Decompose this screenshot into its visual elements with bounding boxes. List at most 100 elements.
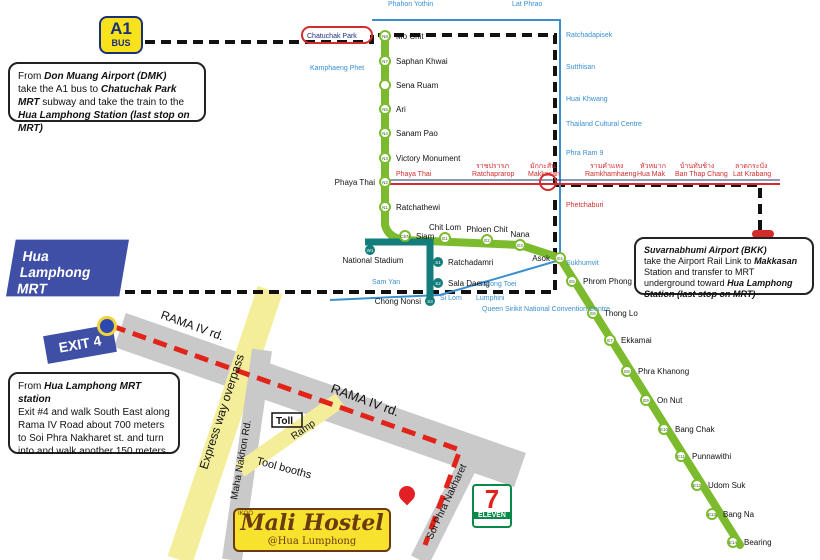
green-station-marker	[514, 239, 526, 251]
green-station-code: E5	[569, 279, 575, 284]
green-station-name: Phaya Thai	[335, 178, 376, 187]
green-station-marker	[675, 450, 687, 462]
green-station-name: Bang Chak	[675, 425, 716, 434]
green-station-code: E7	[607, 338, 613, 343]
silom-station-code: S3	[427, 299, 433, 304]
silom-station-code: S2	[435, 281, 441, 286]
hostel-tag: IKOO	[238, 511, 254, 517]
silom-line-path	[365, 238, 434, 300]
arl-thai-1: ราชปรารภ	[476, 162, 509, 170]
bkk-marker	[752, 230, 774, 238]
silom-station-code: S1	[435, 260, 441, 265]
blue-station-lumphini: Lumphini	[476, 295, 505, 302]
seven-eleven-digit: 7	[484, 484, 500, 514]
blue-station-ratchada: Ratchadapisek	[566, 32, 613, 39]
green-station-name: Chit Lom	[429, 223, 461, 232]
seven-eleven-word: ELEVEN	[474, 512, 510, 519]
blue-station-chatuchak: Chatuchak Park	[307, 33, 357, 40]
green-station-marker	[554, 252, 566, 264]
green-station-name: Mo Chit	[396, 32, 424, 41]
green-station-marker	[727, 536, 739, 548]
green-station-marker	[604, 334, 616, 346]
green-station-code: N8	[382, 34, 388, 39]
arl-station-banthap: Ban Thap Chang	[675, 171, 728, 178]
green-station-name: Ekkamai	[621, 336, 652, 345]
green-station-name: Udom Suk	[708, 481, 746, 490]
blue-station-cultural: Thailand Cultural Centre	[566, 121, 642, 128]
green-station-code: N1	[382, 205, 388, 210]
green-station-name: Asok	[532, 254, 551, 263]
green-station-name: Sanam Pao	[396, 129, 438, 138]
blue-station-khlongtoei: Khlong Toei	[480, 281, 517, 288]
silom-station-marker	[433, 278, 443, 288]
green-station-marker	[640, 394, 652, 406]
hostel-logo: Mali Hostel @Hua Lumphong	[233, 508, 391, 552]
green-station-name: Bearing	[744, 538, 772, 547]
green-station-name: Ratchathewi	[396, 203, 440, 212]
arl-station-ramkhamhaeng: Ramkhamhaeng	[585, 171, 636, 178]
green-station-code: E2	[484, 238, 490, 243]
green-station-marker	[379, 201, 391, 213]
green-line-path	[381, 32, 744, 549]
green-station-code: E1	[442, 236, 448, 241]
green-station-name: Phloen Chit	[466, 225, 508, 234]
green-station-marker	[621, 365, 633, 377]
silom-station-marker	[425, 296, 435, 306]
silom-station-name: National Stadium	[343, 256, 404, 265]
arl-thai-3: รามคำแหง	[590, 162, 623, 170]
silom-station-marker	[365, 245, 375, 255]
green-station-code: E9	[643, 398, 649, 403]
blue-station-sutthisan: Sutthisan	[566, 64, 595, 71]
bkk-makkasan: Makkasan	[754, 256, 798, 266]
walk-text-2: Exit #4 and walk South East along Rama I…	[18, 407, 170, 457]
green-station-code: E13	[708, 512, 717, 517]
green-station-name: Phra Khanong	[638, 367, 689, 376]
green-station-code: E8	[624, 369, 630, 374]
arl-station-huamak: Hua Mak	[637, 171, 666, 178]
a1-bus-badge: A1 BUS	[99, 16, 143, 54]
green-station-code: N3	[382, 156, 388, 161]
green-station-code: E12	[693, 483, 702, 488]
green-station-marker	[399, 230, 411, 242]
a1-bus-label: BUS	[111, 38, 131, 48]
green-station-name: Saphan Khwai	[396, 57, 448, 66]
arl-station-ratchaprarop: Ratchaprarop	[472, 171, 515, 178]
green-station-marker	[379, 127, 391, 139]
green-station-marker	[481, 234, 493, 246]
blue-station-kamphaeng: Kamphaeng Phet	[310, 65, 364, 72]
silom-station-name: Sala Daeng	[448, 279, 490, 288]
walking-route	[111, 323, 464, 546]
dmk-station: Hua Lamphong Station (last stop on MRT)	[18, 110, 190, 134]
arl-station-latkrabang: Lat Krabang	[733, 171, 771, 178]
green-station-marker	[379, 152, 391, 164]
a1-bus-code: A1	[110, 19, 132, 38]
hua-lamphong-mrt-sign: Hua Lamphong MRT	[6, 239, 129, 297]
green-station-marker	[439, 232, 451, 244]
green-station-code: N2	[382, 180, 388, 185]
green-station-code: E10	[660, 427, 669, 432]
dmk-text-1: From	[18, 71, 45, 82]
hostel-name: Mali Hostel	[240, 510, 384, 536]
green-station-marker	[658, 423, 670, 435]
green-station-name: Thong Lo	[604, 309, 638, 318]
bkk-text-2: Station and transfer to MRT underground …	[644, 267, 755, 288]
chatuchak-marker	[301, 26, 373, 44]
green-station-code: E3	[517, 243, 523, 248]
green-station-marker	[379, 103, 391, 115]
green-station-marker	[379, 30, 391, 42]
silom-station-marker	[433, 257, 443, 267]
arl-thai-4: หัวหมาก	[640, 162, 666, 170]
green-station-name: Ari	[396, 105, 406, 114]
walk-from: Hua Lamphong MRT station	[18, 381, 142, 405]
toll-sign: Toll	[276, 416, 293, 427]
dmk-airport: Don Muang Airport (DMK)	[44, 71, 167, 82]
green-station-code: E4	[557, 256, 563, 261]
dmk-text-3: subway and take the train to the	[39, 97, 185, 108]
blue-station-samyan: Sam Yan	[372, 279, 400, 286]
green-station-marker	[566, 275, 578, 287]
silom-station-name: Chong Nonsi	[375, 297, 421, 306]
blue-station-silom: Si Lom	[440, 295, 462, 302]
blue-station-qsncc: Queen Sirikit National Convention Centre	[482, 306, 610, 313]
green-station-code: E14	[729, 540, 738, 545]
